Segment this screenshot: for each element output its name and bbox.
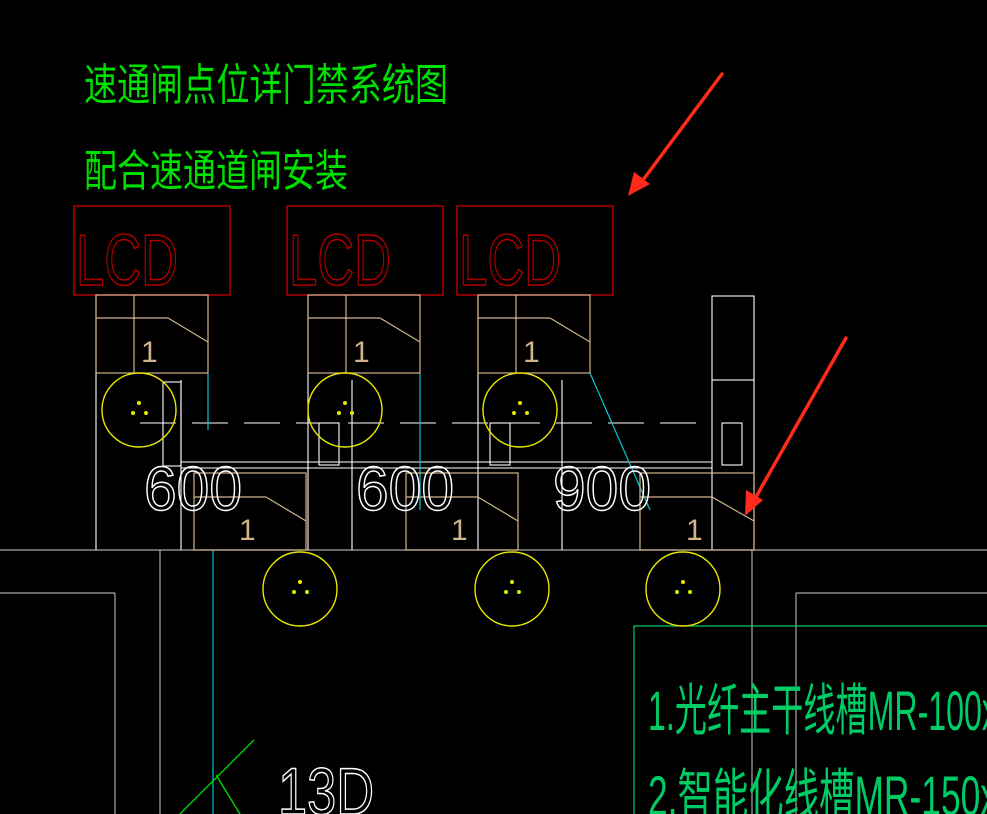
dimension-label: 600 [356, 455, 454, 524]
notes-box [633, 625, 987, 814]
gate-number: 1 [686, 514, 703, 547]
gate-number: 1 [239, 514, 256, 547]
card-reader-icon [307, 372, 383, 448]
card-reader-icon [482, 372, 558, 448]
title-line-2: 配合速通道闸安装 [84, 146, 348, 197]
reader-dots [131, 401, 692, 594]
lcd-panel-2: LCD [286, 205, 444, 302]
gate-unit-lower-2 [405, 472, 519, 551]
dimension-label: 600 [144, 455, 242, 524]
card-reader-icon [645, 551, 721, 627]
card-reader-icon [474, 551, 550, 627]
gate-number: 1 [141, 336, 158, 369]
gate-numbers: 1 1 1 1 1 1 [141, 336, 703, 547]
lcd-label: LCD [289, 221, 391, 301]
lcd-label: LCD [459, 221, 561, 301]
annotation-arrow-2 [745, 336, 848, 516]
cable-lines [207, 372, 651, 814]
gate-unit-upper-3 [477, 294, 591, 374]
tag-label: 13D [278, 754, 374, 814]
annotation-arrow-1 [628, 72, 724, 196]
card-reader-icon [262, 551, 338, 627]
dimension-label: 900 [553, 455, 651, 524]
title-line-1: 速通闸点位详门禁系统图 [84, 60, 448, 111]
dimension-labels: 600 600 900 [143, 454, 652, 525]
tag-leader [179, 739, 255, 814]
card-readers [101, 372, 721, 627]
gate-unit-upper-1 [95, 294, 209, 374]
lcd-panel-3: LCD [456, 205, 614, 302]
gate-unit-upper-2 [307, 294, 421, 374]
lcd-label: LCD [76, 221, 178, 301]
note-line-2: 2.智能化线槽MR-150x [648, 764, 987, 814]
gate-unit-lower-1 [193, 472, 307, 551]
gate-unit-lower-3 [639, 472, 755, 551]
gate-number: 1 [353, 336, 370, 369]
gate-number: 1 [523, 336, 540, 369]
note-line-1: 1.光纤主干线槽MR-100x [648, 679, 987, 742]
card-reader-icon [101, 372, 177, 448]
lcd-panel-1: LCD [73, 205, 231, 302]
gate-number: 1 [451, 514, 468, 547]
